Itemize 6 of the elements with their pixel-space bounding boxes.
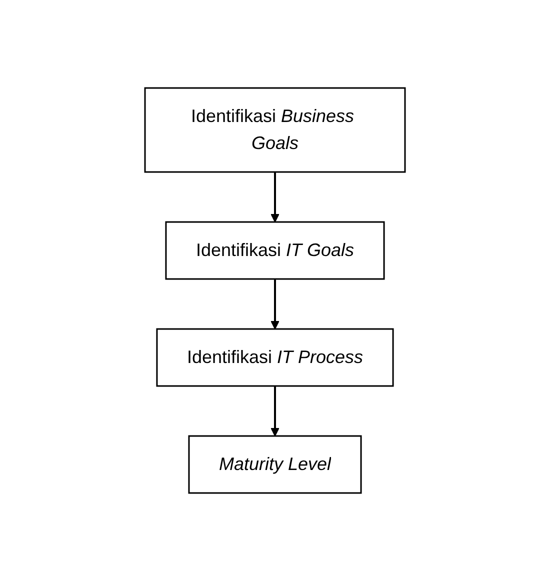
node-box: Identifikasi Business Goals (144, 87, 406, 173)
arrow (270, 386, 279, 436)
node-box: Identifikasi IT Goals (164, 221, 384, 280)
node-box: Identifikasi IT Process (156, 328, 394, 387)
arrow (270, 172, 279, 222)
arrow (270, 279, 279, 330)
